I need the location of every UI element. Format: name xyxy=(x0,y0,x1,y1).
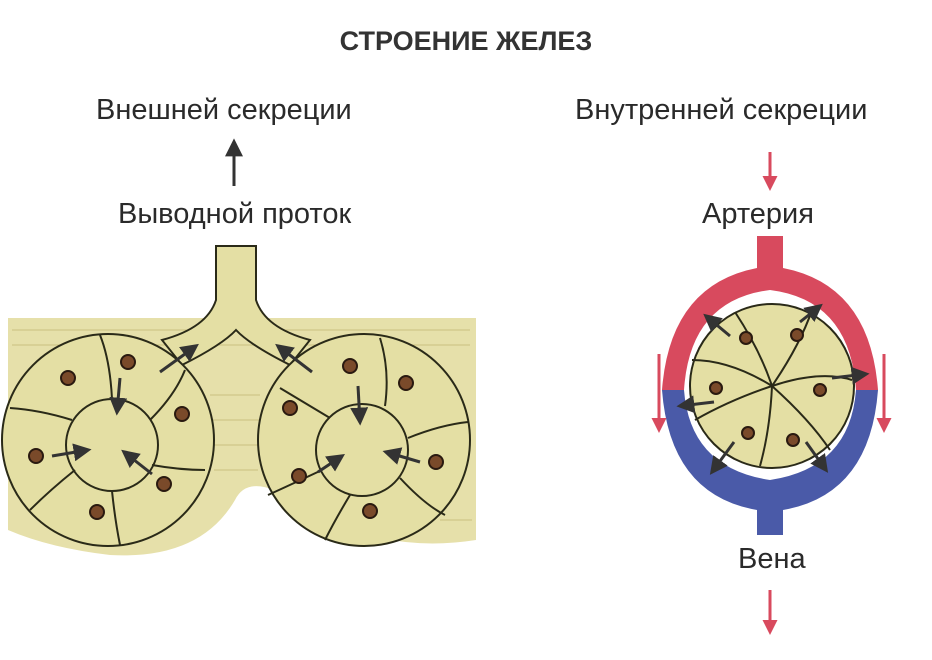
nuclei xyxy=(28,354,190,520)
vein-label: Вена xyxy=(738,543,806,575)
diagram-title: СТРОЕНИЕ ЖЕЛЕЗ xyxy=(339,26,593,56)
endocrine-cells xyxy=(676,303,870,475)
right-acinus xyxy=(257,333,471,547)
endocrine-heading: Внутренней секреции xyxy=(575,94,868,126)
left-acinus xyxy=(1,333,215,547)
excretory-duct xyxy=(160,245,312,367)
exocrine-heading: Внешней секреции xyxy=(96,94,352,126)
duct-label: Выводной проток xyxy=(118,198,352,230)
endocrine-gland xyxy=(651,152,892,635)
exocrine-gland xyxy=(1,138,476,556)
artery-label: Артерия xyxy=(702,198,814,230)
nuclei xyxy=(282,358,444,519)
nuclei xyxy=(709,328,827,447)
